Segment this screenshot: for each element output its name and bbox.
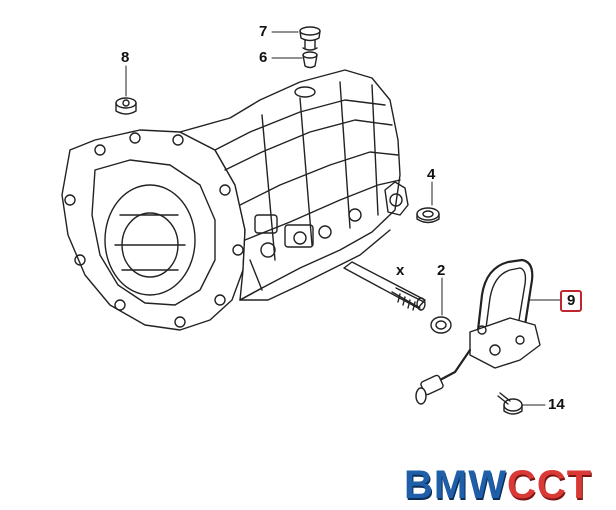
callout-2: 2 <box>437 262 446 279</box>
transmission-housing <box>61 69 409 331</box>
callout-9-highlighted: 9 <box>560 290 583 312</box>
part-6-breather <box>302 51 318 69</box>
callout-14: 14 <box>548 396 565 413</box>
leader-lines <box>125 31 561 406</box>
logo-text-cct: CCT <box>506 463 593 507</box>
part-9-wiring-harness <box>415 258 541 405</box>
callout-6: 6 <box>259 49 268 66</box>
callout-7: 7 <box>259 23 268 40</box>
logo-text-bmw: BMW <box>404 463 507 507</box>
callout-8: 8 <box>121 49 130 66</box>
callout-x: x <box>396 262 405 279</box>
part-7-plug <box>299 26 321 51</box>
part-14-bolt <box>497 392 523 415</box>
part-8-plug <box>115 97 137 115</box>
part-x-shaft <box>343 261 426 311</box>
callout-4: 4 <box>427 166 436 183</box>
part-2-seal-ring <box>430 316 452 334</box>
bmwcct-logo: BMWCCT <box>404 462 592 508</box>
part-4-seal <box>416 207 440 224</box>
